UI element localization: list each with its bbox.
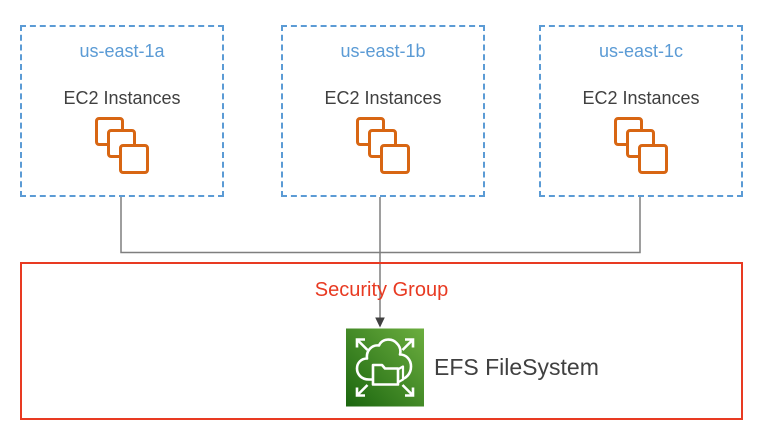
ec2-instances-icon [356,117,410,174]
az-name-label: us-east-1c [598,41,684,61]
az-name-label: us-east-1a [79,41,165,61]
ec2-instances-label: EC2 Instances [63,88,181,108]
security-group-box [20,262,743,420]
ec2-square-front [380,144,410,174]
availability-zone-box-us-east-1a: us-east-1a EC2 Instances [20,25,224,197]
az-name-label: us-east-1b [340,41,426,61]
ec2-square-front [638,144,668,174]
availability-zone-box-us-east-1c: us-east-1c EC2 Instances [539,25,743,197]
security-group-label: Security Group [314,279,449,301]
availability-zone-box-us-east-1b: us-east-1b EC2 Instances [281,25,485,197]
efs-icon [346,328,424,407]
ec2-instances-label: EC2 Instances [324,88,442,108]
ec2-instances-icon [614,117,668,174]
ec2-square-front [119,144,149,174]
efs-filesystem-label: EFS FileSystem [434,354,599,380]
ec2-instances-icon [95,117,149,174]
ec2-instances-label: EC2 Instances [582,88,700,108]
efs-filesystem: EFS FileSystem [346,328,599,407]
